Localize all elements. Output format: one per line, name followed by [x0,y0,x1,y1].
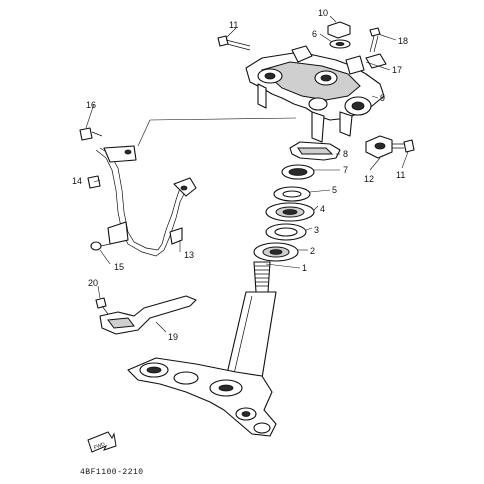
part-label-7: 7 [343,165,348,175]
part-label-11-top: 11 [229,20,238,30]
fwd-arrow-icon: FWD [87,431,117,453]
leader-lines [85,15,409,333]
part-label-18: 18 [398,36,408,46]
part-label-2: 2 [310,246,315,256]
upper-bracket-part [245,51,385,143]
part-label-15: 15 [114,262,124,272]
cable-clamp-part [99,295,197,335]
cable-guide-part [365,135,393,159]
pinch-bolt-part [369,27,381,53]
ball-race-part [265,223,307,241]
part-label-12: 12 [364,174,374,184]
side-bolt-part [392,139,415,153]
part-label-1: 1 [302,263,307,273]
stay-screw-part [90,241,111,251]
part-label-6: 6 [312,29,317,39]
part-label-9: 9 [380,93,385,103]
part-label-3: 3 [314,225,319,235]
clamp-screw-part [95,297,109,315]
bearing-race-part [265,202,315,222]
ring-nut-part [281,164,315,180]
part-label-5: 5 [332,185,337,195]
drawing-code: 4BF1100-2210 [80,468,144,477]
part-label-11-right: 11 [396,170,405,180]
washer-part [273,186,311,202]
part-label-8: 8 [343,149,348,159]
handlebar-holder-part [291,45,387,75]
collar-part [289,141,341,161]
part-number-labels: 11 10 6 18 17 9 8 7 5 4 3 2 1 12 11 13 1… [72,8,408,342]
part-label-13: 13 [184,250,194,260]
part-label-20: 20 [88,278,98,288]
part-label-16: 16 [86,100,96,110]
upper-bolt-part [217,35,251,51]
part-label-14: 14 [72,176,82,186]
part-label-17: 17 [392,65,402,75]
steering-stem-part [127,261,277,437]
steering-nut-part [327,21,351,49]
part-label-4: 4 [320,204,325,214]
stay-bolt-part [79,127,103,141]
part-label-19: 19 [168,332,178,342]
headlight-stay-part [95,145,197,257]
part-label-10: 10 [318,8,328,18]
lower-bearing-part [253,242,299,262]
fwd-label: FWD [93,441,106,451]
